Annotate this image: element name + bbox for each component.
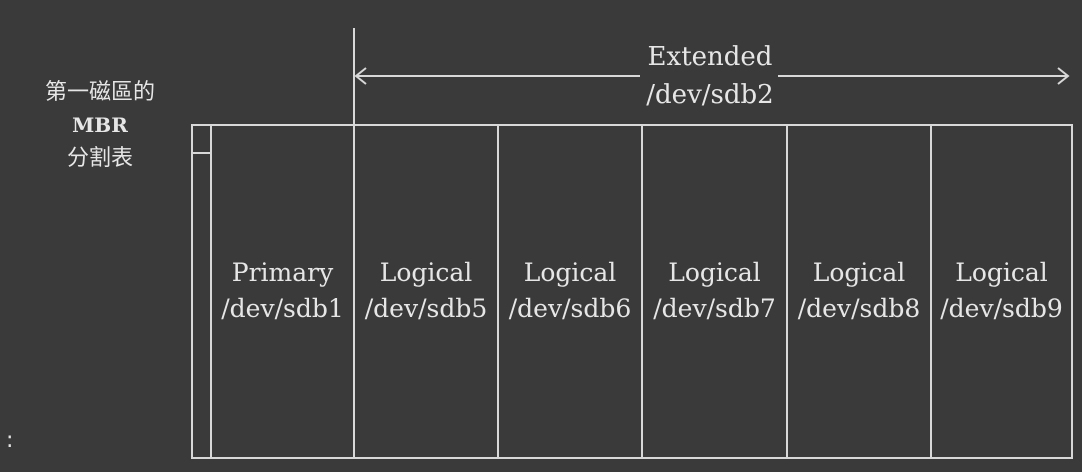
partition-type: Logical [668, 258, 761, 287]
arrowhead-left-icon [354, 67, 367, 85]
partition-type: Logical [523, 258, 617, 287]
partition-sdb6: Logical/dev/sdb6 [498, 255, 642, 327]
partition-device: /dev/sdb9 [940, 294, 1063, 323]
partition-dividers [353, 125, 932, 458]
mbr-caption-line1: 第一磁區的 [44, 80, 155, 105]
edge-mark: : [6, 428, 14, 453]
extended-label: Extended /dev/sdb2 [560, 38, 860, 114]
partition-type: Logical [379, 258, 473, 287]
partition-device: /dev/sdb8 [797, 294, 921, 323]
partition-sdb8: Logical/dev/sdb8 [787, 255, 931, 327]
partition-type: Logical [955, 258, 1048, 287]
partition-device: /dev/sdb1 [221, 294, 344, 323]
partition-sdb7: Logical/dev/sdb7 [642, 255, 787, 327]
mbr-caption: 第一磁區的 MBR 分割表 [20, 76, 180, 175]
arrowhead-right-icon [1057, 67, 1070, 85]
extended-device: /dev/sdb2 [646, 80, 774, 110]
partition-type: Primary [231, 258, 334, 287]
mbr-caption-line2: MBR [72, 113, 128, 137]
partition-type: Logical [812, 258, 906, 287]
partition-sdb1: Primary/dev/sdb1 [211, 255, 354, 327]
partition-sdb5: Logical/dev/sdb5 [354, 255, 498, 327]
partition-device: /dev/sdb7 [653, 294, 776, 323]
disk-outline [191, 124, 1073, 459]
partition-device: /dev/sdb5 [364, 294, 488, 323]
extended-title: Extended [647, 42, 773, 72]
mbr-caption-line3: 分割表 [66, 146, 133, 171]
partition-sdb9: Logical/dev/sdb9 [931, 255, 1072, 327]
partition-device: /dev/sdb6 [508, 294, 632, 323]
